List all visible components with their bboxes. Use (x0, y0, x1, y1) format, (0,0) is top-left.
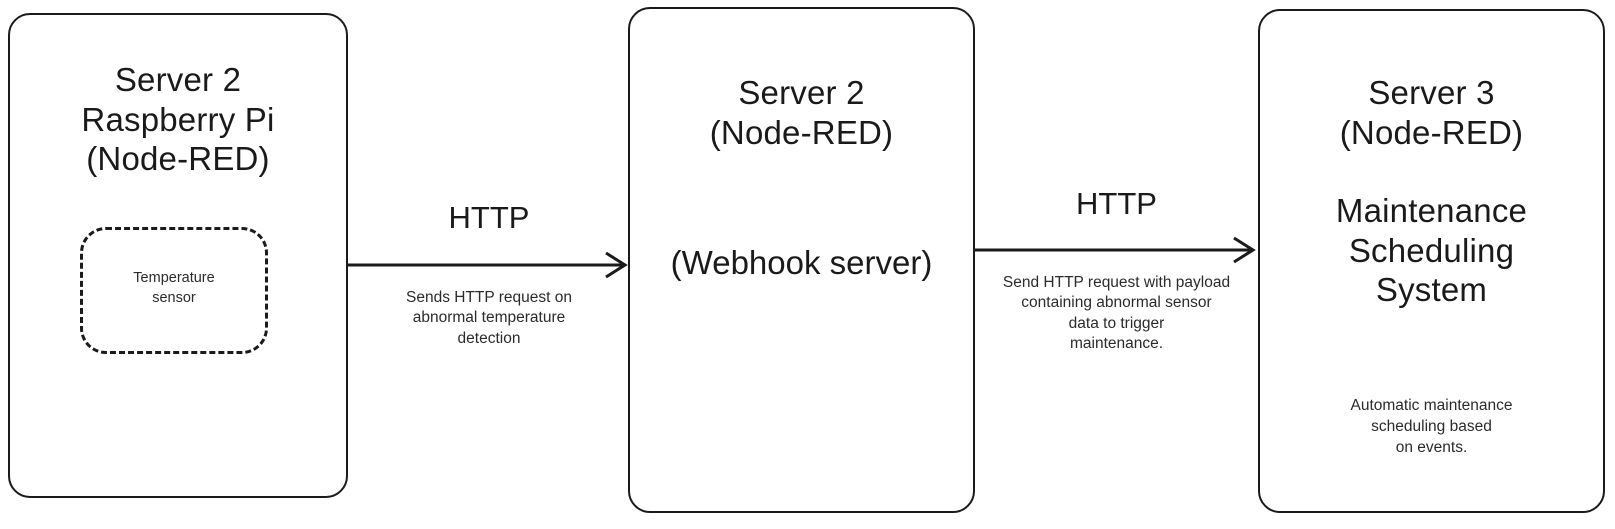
node-title-line-1: Server 2 (114, 61, 242, 98)
node-3-desc-line-1: Automatic maintenance (1350, 397, 1513, 414)
edge-2-desc-line-2: containing abnormal sensor (1021, 294, 1212, 312)
edge-2-desc-line-4: maintenance. (1069, 335, 1164, 353)
sensor-label-line-1: Temperature (133, 270, 215, 286)
node-3-heading-line-2: Scheduling (1348, 231, 1515, 269)
edge-rpi-to-webhook[interactable]: HTTP Sends HTTP request on abnormal temp… (348, 195, 630, 355)
edge-1-desc-line-3: detection (457, 329, 521, 347)
node-3-title-block: Server 3 (Node-RED) (1260, 73, 1603, 152)
node-2-title-line-2: (Node-RED) (709, 113, 894, 151)
edge-2-arrow (975, 236, 1256, 264)
node-server2-raspberry-pi[interactable]: Server 2 Raspberry Pi (Node-RED) Tempera… (8, 13, 348, 498)
node-server2-webhook[interactable]: Server 2 (Node-RED) (Webhook server) (628, 7, 975, 513)
edge-1-arrow (348, 251, 628, 279)
edge-2-desc-line-1: Send HTTP request with payload (1002, 274, 1231, 291)
node-2-subtitle: (Webhook server) (670, 244, 933, 281)
temperature-sensor-box[interactable]: Temperature sensor (80, 227, 268, 354)
edge-webhook-to-maintenance[interactable]: HTTP Send HTTP request with payload cont… (975, 183, 1258, 368)
edge-1-desc-line-1: Sends HTTP request on (406, 289, 572, 306)
node-3-heading-block: Maintenance Scheduling System (1260, 191, 1603, 310)
edge-2-description: Send HTTP request with payload containin… (967, 273, 1266, 355)
node-server3-maintenance-scheduling[interactable]: Server 3 (Node-RED) Maintenance Scheduli… (1258, 9, 1605, 513)
node-3-heading-line-3: System (1375, 271, 1488, 309)
edge-2-protocol-label: HTTP (1076, 186, 1157, 221)
node-title-line-2: Raspberry Pi (81, 100, 275, 138)
node-3-title-line-2: (Node-RED) (1339, 113, 1524, 151)
node-2-title-block: Server 2 (Node-RED) (630, 73, 973, 152)
edge-1-desc-line-2: abnormal temperature (412, 309, 566, 327)
sensor-label-line-2: sensor (152, 290, 196, 306)
node-3-title-line-1: Server 3 (1368, 74, 1495, 111)
edge-1-protocol-label: HTTP (448, 200, 530, 235)
edge-2-desc-line-3: data to trigger (1068, 314, 1165, 332)
node-3-heading-line-1: Maintenance (1335, 192, 1528, 229)
node-title-block: Server 2 Raspberry Pi (Node-RED) (10, 60, 346, 179)
node-3-description: Automatic maintenance scheduling based o… (1260, 396, 1603, 459)
node-3-desc-line-3: on events. (1395, 438, 1468, 456)
temperature-sensor-label: Temperature sensor (83, 268, 265, 308)
node-title-line-3: (Node-RED) (86, 140, 270, 178)
node-2-title-line-1: Server 2 (738, 74, 865, 111)
node-3-desc-line-2: scheduling based (1371, 417, 1492, 435)
edge-1-description: Sends HTTP request on abnormal temperatu… (348, 288, 630, 349)
